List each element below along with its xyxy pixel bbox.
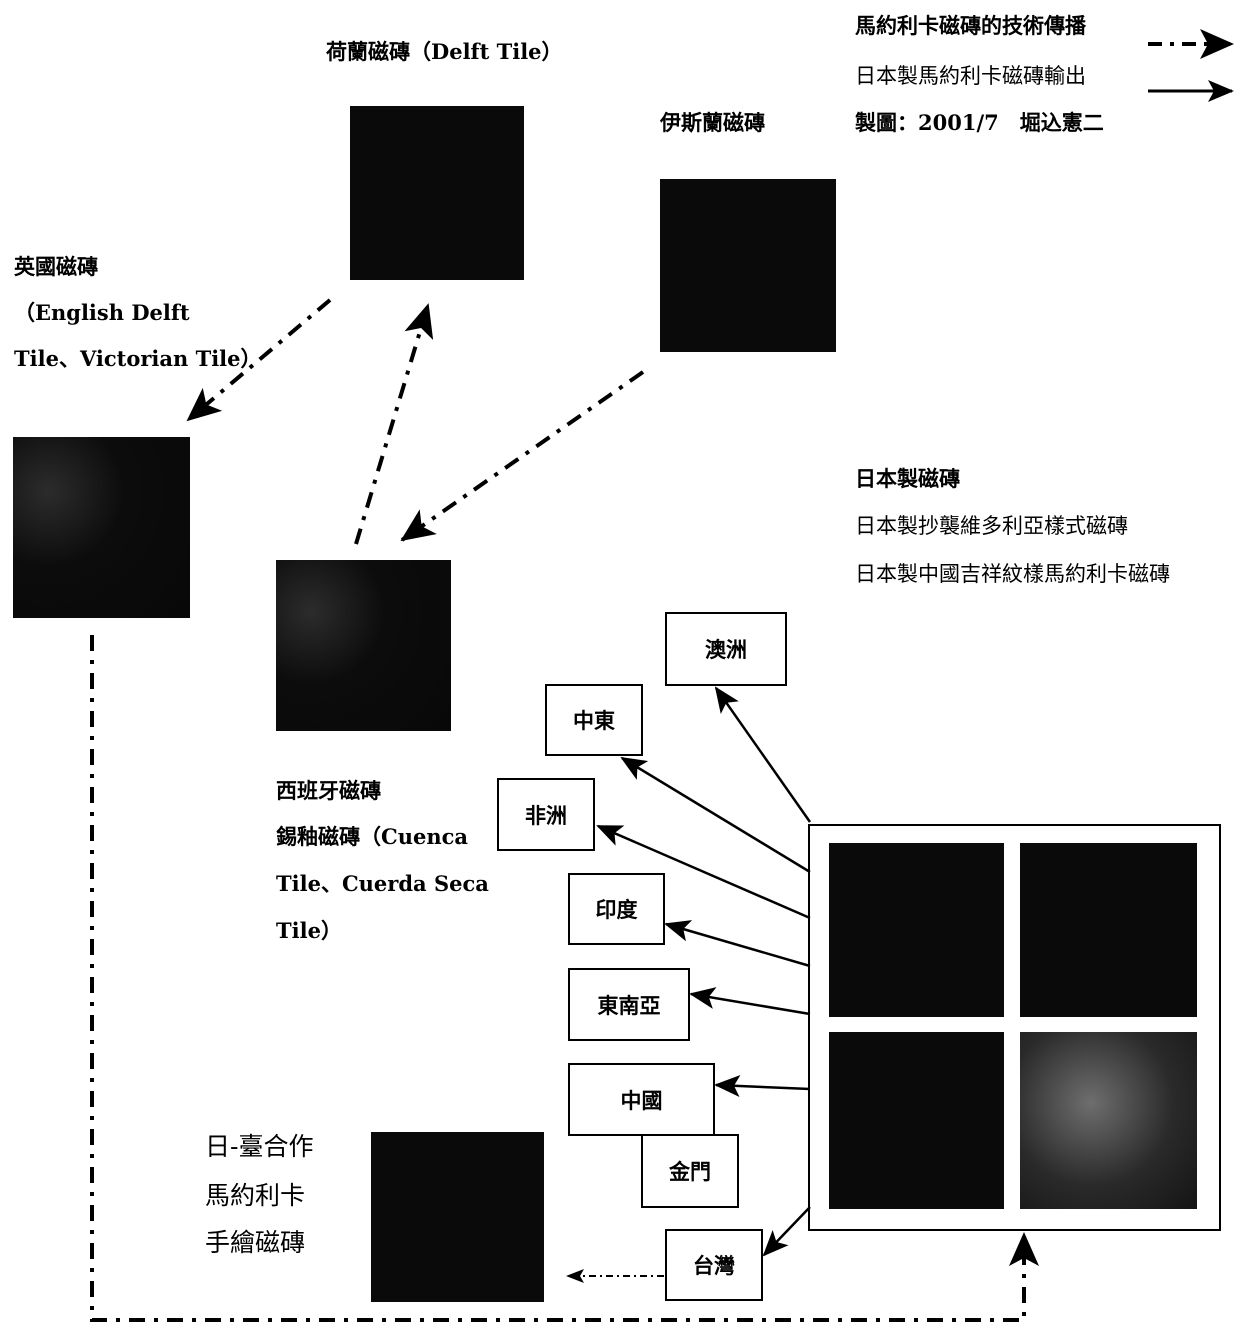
english-tile-label-1: 英國磁磚 xyxy=(14,254,98,279)
export-taiwan-arrow xyxy=(762,1206,811,1257)
english-tile-label-2: （English Delft xyxy=(14,300,190,325)
english-tile-image xyxy=(13,437,190,618)
islamic-to-spanish-arrow xyxy=(400,370,645,542)
destination-kinmen: 金門 xyxy=(641,1134,739,1208)
japan-tile-image-2 xyxy=(1020,843,1197,1017)
islamic-tile-image xyxy=(660,179,836,352)
japan-victorian-copy-label: 日本製抄襲維多利亞樣式磁磚 xyxy=(855,514,1128,538)
spanish-tile-image xyxy=(276,560,451,731)
english-tile-label-3: Tile、Victorian Tile） xyxy=(14,346,262,371)
destination-southeast-asia: 東南亞 xyxy=(568,968,690,1041)
export-australia-arrow xyxy=(714,686,812,823)
export-china-arrow xyxy=(714,1075,811,1098)
english-to-japan-loop-arrow xyxy=(90,635,1039,1322)
export-southeast-asia-arrow xyxy=(689,987,811,1016)
dutch-tile-label: 荷蘭磁磚（Delft Tile） xyxy=(326,39,563,64)
destination-taiwan: 台灣 xyxy=(665,1229,763,1301)
spanish-tile-label-1: 西班牙磁磚 xyxy=(276,778,381,803)
spanish-to-dutch-arrow xyxy=(354,303,434,545)
spanish-tile-label-2: 錫釉磁磚（Cuenca xyxy=(276,824,469,849)
export-africa-arrow xyxy=(596,824,811,920)
japan-tiles-label: 日本製磁磚 xyxy=(855,466,960,491)
destination-china: 中國 xyxy=(568,1063,715,1136)
destination-middle-east: 中東 xyxy=(545,684,643,756)
japan-tile-image-3 xyxy=(829,1032,1004,1209)
taiwan-japan-tile-label-1: 日-臺合作 xyxy=(205,1132,314,1161)
export-middle-east-arrow xyxy=(620,756,811,874)
japan-chinese-majolica-label: 日本製中國吉祥紋樣馬約利卡磁磚 xyxy=(855,562,1170,586)
islamic-tile-label: 伊斯蘭磁磚 xyxy=(660,110,765,135)
taiwan-japan-tile-image xyxy=(371,1132,544,1302)
spanish-tile-label-3: Tile、Cuerda Seca xyxy=(276,871,489,896)
destination-india: 印度 xyxy=(568,873,665,945)
spanish-tile-label-4: Tile） xyxy=(276,918,342,943)
japan-tile-image-4 xyxy=(1020,1032,1197,1209)
taiwan-japan-tile-label-2: 馬約利卡 xyxy=(205,1181,306,1210)
taiwan-japan-tile-label-3: 手繪磁磚 xyxy=(205,1228,306,1257)
credit-label: 製圖：2001/7 堀込憲二 xyxy=(855,110,1104,135)
japan-tile-image-1 xyxy=(829,843,1004,1017)
export-india-arrow xyxy=(664,920,811,968)
destination-africa: 非洲 xyxy=(497,778,595,851)
legend-export-label: 日本製馬約利卡磁磚輸出 xyxy=(855,64,1086,88)
legend-diffusion-label: 馬約利卡磁磚的技術傳播 xyxy=(855,13,1086,38)
dutch-to-english-arrow xyxy=(186,298,332,422)
dutch-tile-image xyxy=(350,106,524,280)
destination-australia: 澳洲 xyxy=(665,612,787,686)
